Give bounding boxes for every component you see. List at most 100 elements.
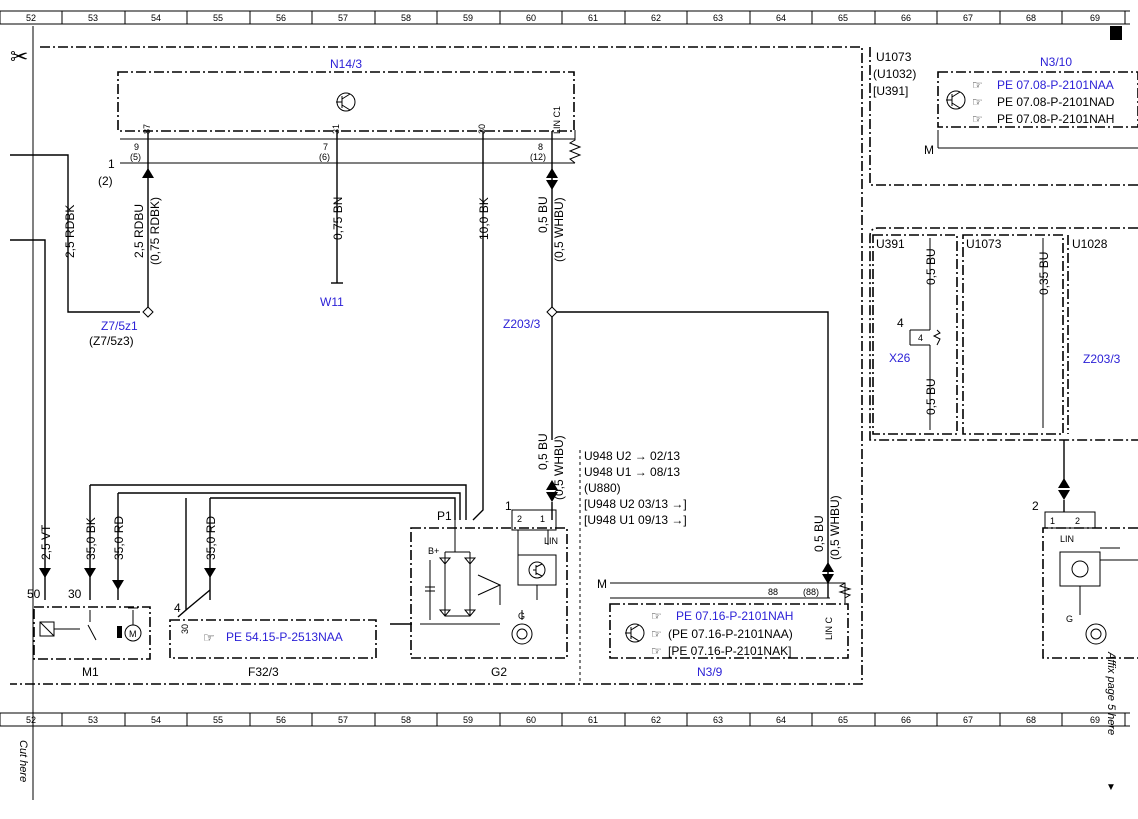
connector-symbols [142,168,558,318]
w11-label: W11 [320,295,344,309]
pin-lin-c1: LIN C1 [552,106,562,134]
ruler-bottom-58: 58 [401,715,411,725]
g2-label: G2 [491,665,507,679]
ruler-bottom-59: 59 [463,715,473,725]
g2-pin-1b: 1 [540,514,545,524]
affix-label: Affix page 5 here [1105,651,1117,735]
variant-u1073: U1073 [966,237,1002,251]
m1-label: M1 [82,665,99,679]
n3-10-ref-1: PE 07.08-P-2101NAA [997,78,1114,92]
top-ruler: 52 53 54 55 56 57 58 59 60 61 62 63 64 6… [0,10,1130,40]
ruler-top-54: 54 [151,13,161,23]
f32-3-ref: PE 54.15-P-2513NAA [226,630,343,644]
wire-2-5-rdbu: 2,5 RDBU [132,204,146,258]
n3-10-ground: M [924,143,934,157]
pin-87: 87 [142,124,152,134]
right-pin-g: G [1066,614,1073,624]
g2-pin-bplus: B+ [428,546,439,556]
ruler-top-58: 58 [401,13,411,23]
x26-wire-bottom: 0,5 BU [924,378,938,415]
ruler-bottom-53: 53 [88,715,98,725]
n3-9-pin-88: 88 [768,587,778,597]
cut-here-label: Cut here [17,740,29,782]
wire-10-bk: 10,0 BK [477,197,491,240]
ruler-top-55: 55 [213,13,223,23]
right-pin-2b: 2 [1075,516,1080,526]
ruler-top-69: 69 [1090,13,1100,23]
n3-9-ref-2: (PE 07.16-P-2101NAA) [668,627,793,641]
wire-0-5-bu-b: 0,5 BU [536,433,550,470]
m1-starter: M1 50 30 M [27,587,151,679]
variant-u1028: U1028 [1072,237,1108,251]
ruler-bottom-68: 68 [1026,715,1036,725]
variant-section: U391 U1073 U1028 4 4 X26 0,5 BU 0,5 BU 0… [869,227,1138,441]
g2-pin-p1: P1 [437,509,452,523]
ruler-bottom-60: 60 [526,715,536,725]
pin-30: 30 [477,124,487,134]
pin-5: (5) [130,152,141,162]
f32-pin-4: 4 [174,601,181,615]
n14-3-label: N14/3 [330,57,362,71]
x26-label: X26 [889,351,911,365]
ruler-bottom-66: 66 [901,715,911,725]
ruler-bottom-67: 67 [963,715,973,725]
n3-10-ref-3: PE 07.08-P-2101NAH [997,112,1114,126]
right-pin-1: 1 [1050,516,1055,526]
n3-9-pin-lin: LIN C [824,616,834,640]
main-section-frame [10,46,863,685]
wire-0-75-rdbk: (0,75 RDBK) [148,197,162,265]
ruler-bottom-61: 61 [588,715,598,725]
ruler-top-67: 67 [963,13,973,23]
left-pin-1: 1 [108,157,115,171]
generator-icon [1085,623,1107,645]
n3-10-ref-2: PE 07.08-P-2101NAD [997,95,1115,109]
m1-pin-30: 30 [68,587,82,601]
wire-0-5-whbu-b: (0,5 WHBU) [552,435,566,500]
ruler-bottom-56: 56 [276,715,286,725]
ruler-bottom-63: 63 [713,715,723,725]
f32-3-fuse: 4 30 ☞ PE 54.15-P-2513NAA F32/3 [169,601,377,679]
wire-2-5-vt: 2,5 VT [39,524,53,560]
ruler-bottom-64: 64 [776,715,786,725]
wire-0-5-whbu-a: (0,5 WHBU) [552,197,566,262]
n3-9-unit: M 88 (88) LIN C ☞ ☞ ☞ PE 07.16-P-2101NAH… [597,577,852,679]
pin-31: 31 [331,124,341,134]
n3-10-variant-3: [U391] [873,84,908,98]
wire-35-rd-b: 35,0 RD [204,516,218,560]
right-partial-unit: 2 1 2 LIN G [1032,440,1138,659]
ruler-bottom-52: 52 [26,715,36,725]
right-pin-2: 2 [1032,499,1039,513]
variant-note-5: [U948 U1 09/13 →] [584,513,687,527]
scissors-icon: ✂ [10,45,28,70]
z7-5z1-label: Z7/5z1 [101,319,138,333]
ruler-bottom-57: 57 [338,715,348,725]
bottom-ruler: 52 53 54 55 56 57 58 59 60 61 62 63 64 6… [0,712,1130,727]
ruler-top-63: 63 [713,13,723,23]
ruler-top-60: 60 [526,13,536,23]
wire-35-bk: 35,0 BK [84,517,98,560]
x26-pin-4: 4 [897,316,904,330]
n3-9-pin-88b: (88) [803,587,819,597]
x26-pin-4b: 4 [918,333,923,343]
variant-note-4: [U948 U2 03/13 →] [584,497,687,511]
wire-0-5-whbu-c: (0,5 WHBU) [828,495,842,560]
wire-0-75-bn: 0,75 BN [331,197,345,240]
n3-10-variant-1: U1073 [876,50,912,64]
pin-9: 9 [134,142,139,152]
f32-3-label: F32/3 [248,665,279,679]
g2-pin-1: 1 [505,499,512,513]
n14-3-unit: N14/3 87 31 30 LIN C1 9 (5) 7 (6) 8 (12) [117,57,582,164]
variant-note-3: (U880) [584,481,621,495]
m1-pin-50: 50 [27,587,41,601]
ruler-top-53: 53 [88,13,98,23]
z203-3-label: Z203/3 [503,317,541,331]
x26-wire-top: 0,5 BU [924,248,938,285]
g2-alternator: P1 G2 2 1 1 LIN B+ G [410,499,568,679]
variant-note-2: U948 U1 → 08/13 [584,465,680,479]
g2-pin-2: 2 [517,514,522,524]
u1073-wire: 0,35 BU [1037,252,1051,295]
variant-note-1: U948 U2 → 02/13 [584,449,680,463]
ruler-top-66: 66 [901,13,911,23]
wire-35-rd-a: 35,0 RD [112,516,126,560]
svg-text:M: M [129,629,137,639]
